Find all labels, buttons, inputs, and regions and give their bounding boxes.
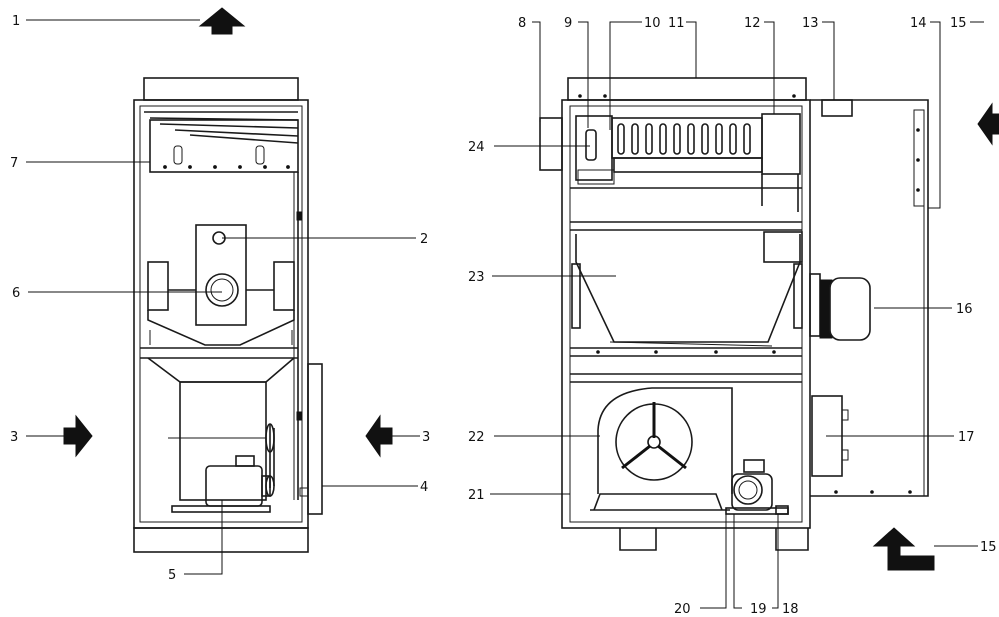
callout-17: 17 — [958, 430, 975, 445]
callout-13: 13 — [802, 16, 819, 31]
callout-10: 10 — [644, 16, 661, 31]
callout-20: 20 — [674, 602, 691, 617]
arrow-left-right — [365, 414, 393, 458]
arrow-right-left — [63, 414, 93, 458]
callout-3-left: 3 — [10, 430, 18, 445]
callout-7: 7 — [10, 156, 18, 171]
callout-9: 9 — [564, 16, 572, 31]
callout-23: 23 — [468, 270, 485, 285]
callout-2: 2 — [420, 232, 428, 247]
burner-plate — [195, 224, 247, 326]
ignition-box — [761, 113, 801, 175]
left-unit — [133, 77, 323, 553]
fan-housing — [179, 381, 267, 501]
flue-fitting — [821, 99, 853, 117]
callout-6: 6 — [12, 286, 20, 301]
callout-21: 21 — [468, 488, 485, 503]
callout-8: 8 — [518, 16, 526, 31]
airflow-arrows — [63, 7, 999, 571]
callout-14: 14 — [910, 16, 927, 31]
damper-plate — [149, 119, 299, 173]
left-box — [539, 117, 563, 171]
left-cabinet — [133, 99, 309, 529]
callout-19: 19 — [750, 602, 767, 617]
callout-labels: 1 2 3 3 4 5 6 7 8 9 10 11 12 13 14 15 16… — [10, 14, 997, 617]
callout-4: 4 — [420, 480, 428, 495]
callout-11: 11 — [668, 16, 685, 31]
callout-15-bottom: 15 — [980, 540, 997, 555]
callout-22: 22 — [468, 430, 485, 445]
callout-15-top: 15 — [950, 16, 967, 31]
callout-24: 24 — [468, 140, 485, 155]
arrow-left-side — [977, 102, 999, 146]
callout-12: 12 — [744, 16, 761, 31]
right-unit — [539, 77, 929, 551]
inducer-fan — [829, 277, 871, 341]
callout-16: 16 — [956, 302, 973, 317]
callout-3-right: 3 — [422, 430, 430, 445]
arrow-bent-up — [872, 527, 935, 571]
burner-port — [205, 273, 239, 307]
blower-motor — [731, 473, 773, 511]
left-top-collar — [143, 77, 299, 101]
callout-18: 18 — [782, 602, 799, 617]
side-box — [307, 363, 323, 515]
left-base — [133, 527, 309, 553]
callout-5: 5 — [168, 568, 176, 583]
arrow-up-top — [198, 7, 246, 35]
blower-housing — [597, 387, 733, 494]
leader-lines — [26, 19, 984, 609]
callout-1: 1 — [12, 14, 20, 29]
